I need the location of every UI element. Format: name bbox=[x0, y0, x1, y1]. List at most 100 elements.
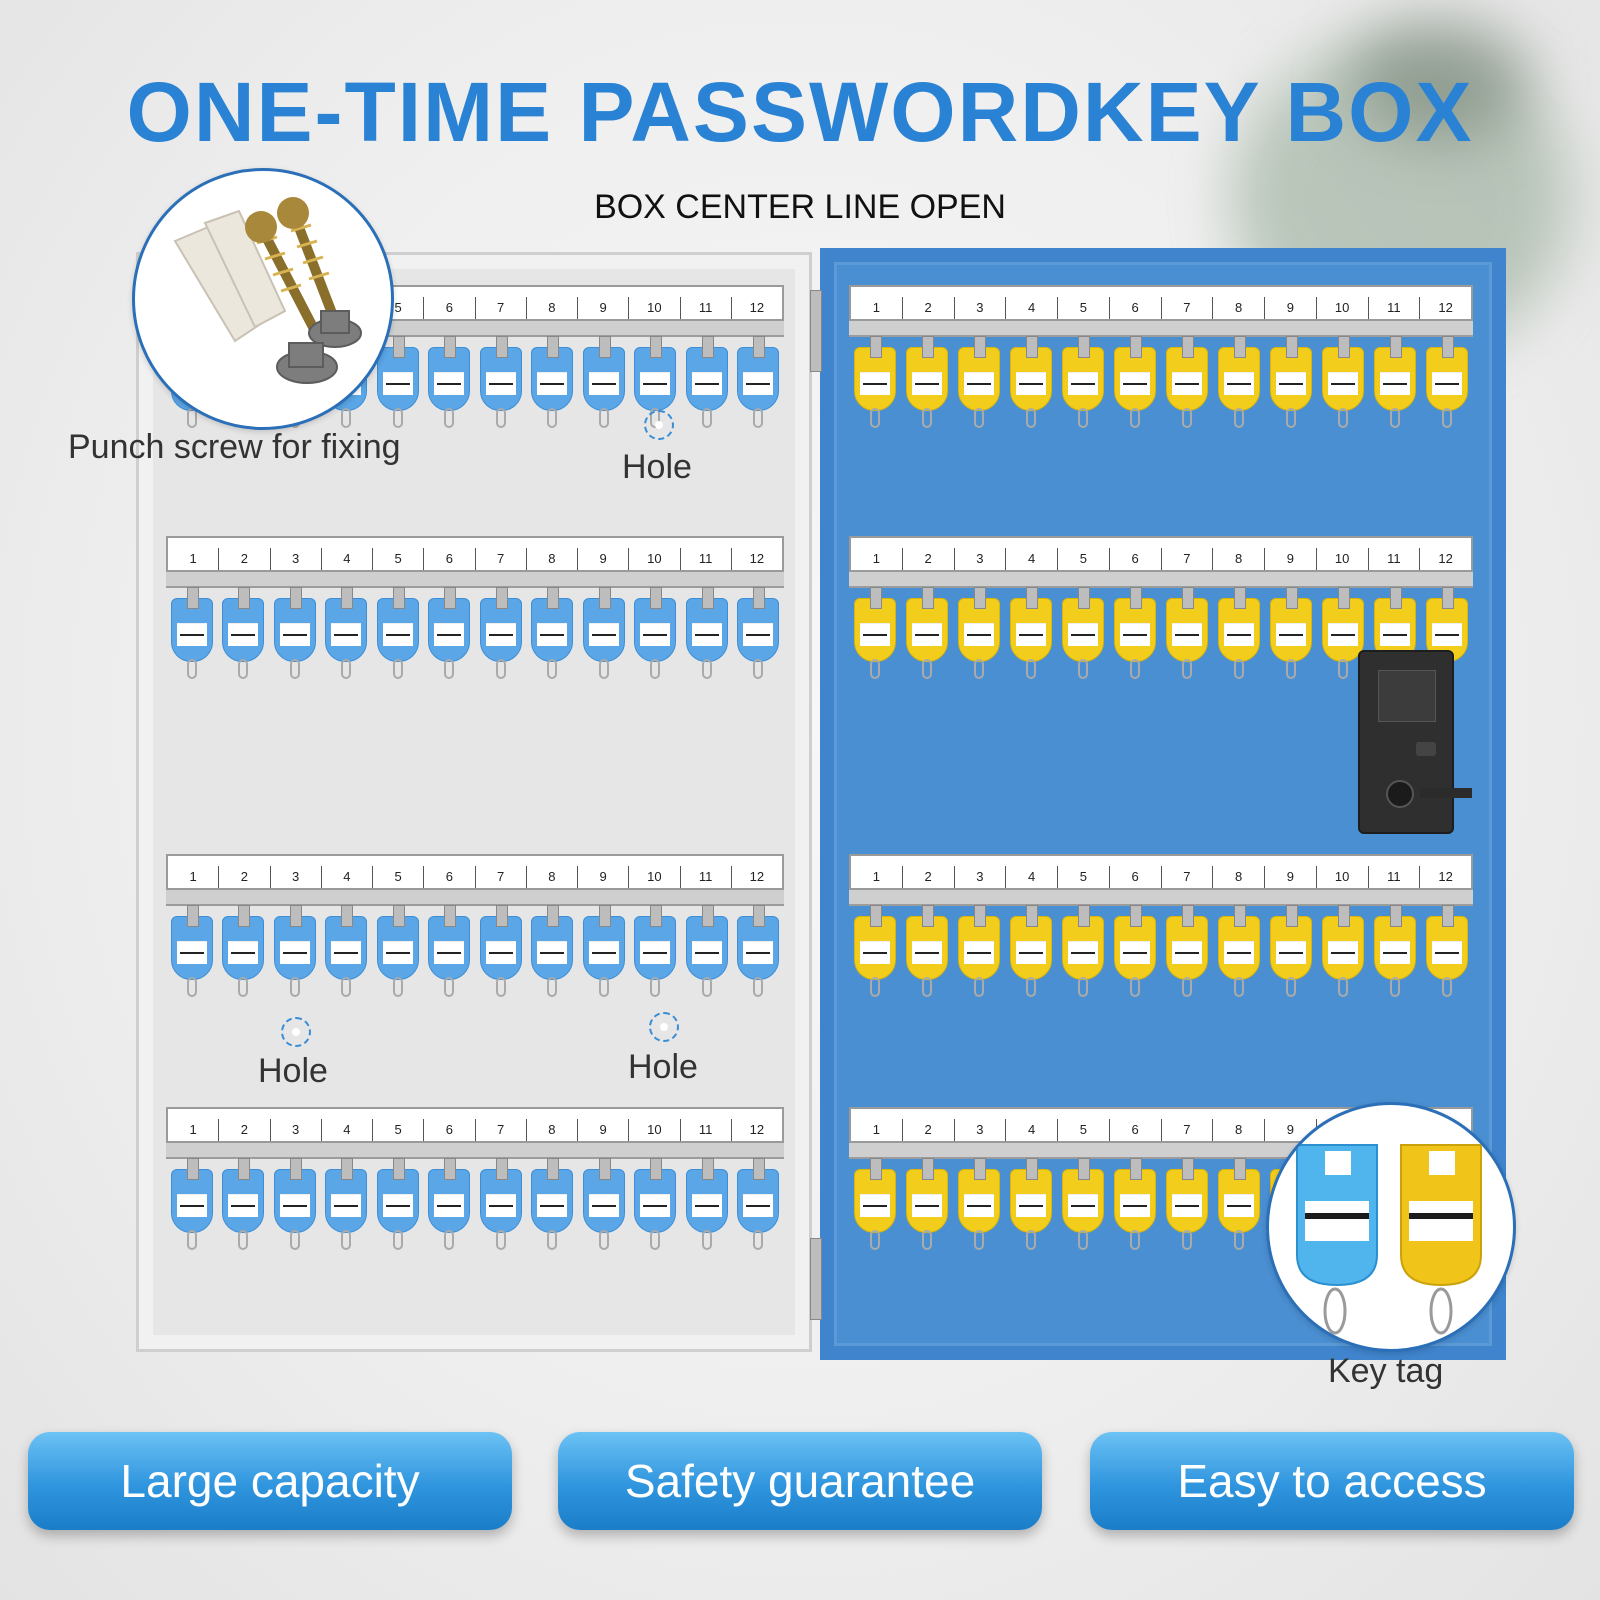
key-tag[interactable] bbox=[376, 905, 419, 997]
key-tag[interactable] bbox=[1218, 336, 1260, 428]
key-tag[interactable] bbox=[1166, 336, 1208, 428]
key-tag[interactable] bbox=[737, 336, 780, 428]
key-tag[interactable] bbox=[1166, 905, 1208, 997]
key-tag[interactable] bbox=[634, 587, 677, 679]
key-tag[interactable] bbox=[273, 1158, 316, 1250]
key-tag[interactable] bbox=[222, 905, 265, 997]
key-tag[interactable] bbox=[1374, 905, 1416, 997]
key-tag[interactable] bbox=[1270, 905, 1312, 997]
key-tag[interactable] bbox=[376, 587, 419, 679]
hook bbox=[1078, 336, 1090, 358]
key-tag[interactable] bbox=[428, 1158, 471, 1250]
key-tag[interactable] bbox=[685, 1158, 728, 1250]
key-tag[interactable] bbox=[428, 905, 471, 997]
key-tag[interactable] bbox=[273, 905, 316, 997]
key-tag[interactable] bbox=[1270, 587, 1312, 679]
key-tag[interactable] bbox=[1010, 336, 1052, 428]
key-tag[interactable] bbox=[1270, 336, 1312, 428]
hook bbox=[1286, 905, 1298, 927]
key-tag[interactable] bbox=[376, 1158, 419, 1250]
key-tag[interactable] bbox=[479, 587, 522, 679]
key-tag[interactable] bbox=[906, 587, 948, 679]
key-tag[interactable] bbox=[222, 587, 265, 679]
key-tag[interactable] bbox=[958, 905, 1000, 997]
key-tag[interactable] bbox=[1062, 905, 1104, 997]
key-tag[interactable] bbox=[854, 587, 896, 679]
key-tag[interactable] bbox=[582, 587, 625, 679]
key-tag[interactable] bbox=[428, 587, 471, 679]
tag-label bbox=[1172, 1194, 1202, 1217]
key-tag[interactable] bbox=[170, 587, 213, 679]
key-tag[interactable] bbox=[1062, 1158, 1104, 1250]
key-tag[interactable] bbox=[1114, 587, 1156, 679]
key-tag[interactable] bbox=[634, 1158, 677, 1250]
key-tag[interactable] bbox=[634, 336, 677, 428]
key-tag[interactable] bbox=[854, 905, 896, 997]
key-tag[interactable] bbox=[685, 587, 728, 679]
feature-safety-guarantee-button[interactable]: Safety guarantee bbox=[558, 1432, 1042, 1530]
slot-number: 6 bbox=[423, 1119, 474, 1141]
key-tag[interactable] bbox=[1218, 905, 1260, 997]
key-tag[interactable] bbox=[170, 905, 213, 997]
key-tag[interactable] bbox=[1322, 336, 1364, 428]
key-tag[interactable] bbox=[1218, 1158, 1260, 1250]
key-tag[interactable] bbox=[685, 905, 728, 997]
slot-number: 9 bbox=[1264, 1119, 1316, 1141]
key-tag[interactable] bbox=[1114, 336, 1156, 428]
key-tag[interactable] bbox=[854, 1158, 896, 1250]
key-tag[interactable] bbox=[222, 1158, 265, 1250]
key-tag[interactable] bbox=[958, 1158, 1000, 1250]
key-tag[interactable] bbox=[1010, 905, 1052, 997]
key-tag[interactable] bbox=[1010, 1158, 1052, 1250]
key-tag[interactable] bbox=[582, 905, 625, 997]
key-tag[interactable] bbox=[906, 1158, 948, 1250]
key-ring bbox=[186, 1230, 197, 1250]
key-tag[interactable] bbox=[479, 336, 522, 428]
slot-number: 8 bbox=[525, 1119, 577, 1141]
key-tag[interactable] bbox=[582, 336, 625, 428]
key-tag[interactable] bbox=[737, 905, 780, 997]
key-tag[interactable] bbox=[1062, 587, 1104, 679]
key-tag[interactable] bbox=[1374, 336, 1416, 428]
key-tag[interactable] bbox=[325, 1158, 368, 1250]
key-tag[interactable] bbox=[376, 336, 419, 428]
feature-large-capacity-button[interactable]: Large capacity bbox=[28, 1432, 512, 1530]
key-tag[interactable] bbox=[685, 336, 728, 428]
key-tag[interactable] bbox=[1426, 905, 1468, 997]
key-tag[interactable] bbox=[582, 1158, 625, 1250]
key-tag[interactable] bbox=[1114, 905, 1156, 997]
key-tag[interactable] bbox=[531, 336, 574, 428]
key-ring bbox=[444, 977, 455, 997]
key-tag[interactable] bbox=[428, 336, 471, 428]
key-tag[interactable] bbox=[906, 905, 948, 997]
key-tag[interactable] bbox=[273, 587, 316, 679]
key-tag[interactable] bbox=[958, 336, 1000, 428]
key-tag[interactable] bbox=[1166, 1158, 1208, 1250]
key-tag[interactable] bbox=[958, 587, 1000, 679]
feature-easy-access-button[interactable]: Easy to access bbox=[1090, 1432, 1574, 1530]
key-tag[interactable] bbox=[531, 587, 574, 679]
key-tag[interactable] bbox=[906, 336, 948, 428]
key-tag[interactable] bbox=[737, 587, 780, 679]
key-tag[interactable] bbox=[854, 336, 896, 428]
key-tag[interactable] bbox=[325, 587, 368, 679]
key-tag[interactable] bbox=[1062, 336, 1104, 428]
key-tag[interactable] bbox=[531, 905, 574, 997]
key-tag[interactable] bbox=[1322, 905, 1364, 997]
key-tag[interactable] bbox=[1322, 587, 1364, 679]
hook bbox=[650, 587, 663, 609]
key-tag[interactable] bbox=[531, 1158, 574, 1250]
key-tag[interactable] bbox=[1426, 336, 1468, 428]
key-tag[interactable] bbox=[170, 1158, 213, 1250]
key-tag[interactable] bbox=[737, 1158, 780, 1250]
key-tag[interactable] bbox=[479, 905, 522, 997]
key-ring bbox=[1286, 659, 1296, 679]
key-tag[interactable] bbox=[1010, 587, 1052, 679]
key-tag[interactable] bbox=[1114, 1158, 1156, 1250]
key-tag[interactable] bbox=[634, 905, 677, 997]
slot-number: 8 bbox=[1212, 1119, 1264, 1141]
key-tag[interactable] bbox=[1166, 587, 1208, 679]
key-tag[interactable] bbox=[479, 1158, 522, 1250]
key-tag[interactable] bbox=[1218, 587, 1260, 679]
key-tag[interactable] bbox=[325, 905, 368, 997]
